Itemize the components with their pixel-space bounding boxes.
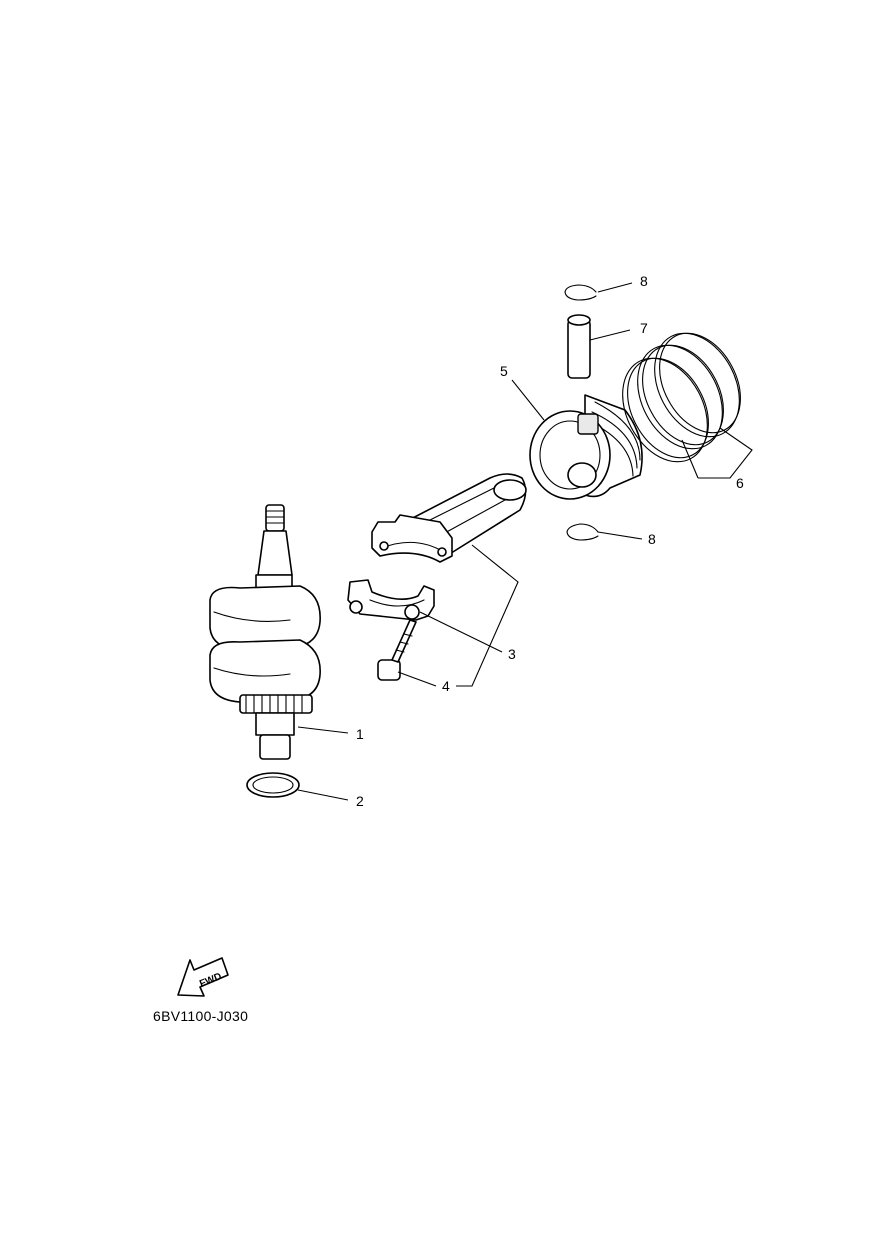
piston xyxy=(529,394,643,500)
callout-2: 2 xyxy=(356,793,364,809)
piston-pin-clip-top xyxy=(564,284,597,301)
crankshaft xyxy=(209,504,321,760)
rod-bolt xyxy=(377,619,417,681)
callout-5: 5 xyxy=(500,363,508,379)
fwd-arrow-icon: FWD xyxy=(177,957,229,997)
callout-4: 4 xyxy=(442,678,450,694)
callout-6: 6 xyxy=(736,475,744,491)
connecting-rod xyxy=(371,473,527,563)
piston-rings xyxy=(622,332,741,463)
callout-3: 3 xyxy=(508,646,516,662)
callout-8-bottom: 8 xyxy=(648,531,656,547)
connecting-rod-cap xyxy=(347,579,435,621)
piston-pin-clip-bottom xyxy=(566,523,599,541)
leader-lines xyxy=(297,282,753,801)
callout-7: 7 xyxy=(640,320,648,336)
piston-pin xyxy=(567,314,591,379)
thrust-washer xyxy=(246,772,300,798)
diagram-code: 6BV1100-J030 xyxy=(153,1008,248,1024)
callout-8-top: 8 xyxy=(640,273,648,289)
callout-1: 1 xyxy=(356,726,364,742)
